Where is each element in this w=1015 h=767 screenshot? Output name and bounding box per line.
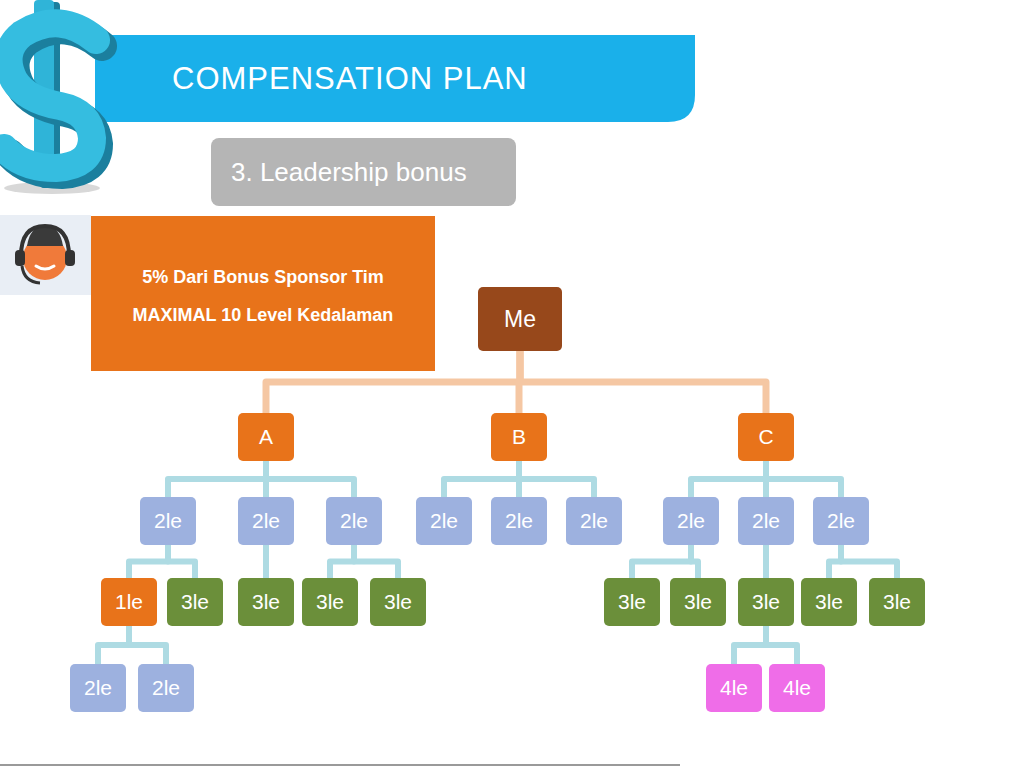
tree-connector [168, 545, 195, 578]
tree-connector [129, 545, 168, 578]
tree-connector [632, 545, 691, 578]
title-banner [95, 35, 695, 122]
node-text: A [259, 425, 273, 449]
tree-connector [444, 461, 519, 497]
node-text: 2le [84, 676, 112, 700]
node-text: 3le [883, 590, 911, 614]
tree-connector [766, 461, 841, 497]
member-box: 3le [869, 578, 925, 626]
node-text: 3le [384, 590, 412, 614]
member-box: C [738, 413, 794, 461]
node-text: 2le [505, 509, 533, 533]
member-box: B [491, 413, 547, 461]
tree-connector [766, 626, 797, 664]
member-box: 2le [491, 497, 547, 545]
node-text: 2le [154, 509, 182, 533]
node-text: 3. Leadership bonus [231, 157, 467, 188]
node-text: 5% Dari Bonus Sponsor Tim [142, 267, 384, 288]
node-text: Me [504, 306, 536, 333]
member-box: 3le [238, 578, 294, 626]
headset-icon [15, 226, 75, 283]
member-box: 2le [238, 497, 294, 545]
section-label: 3. Leadership bonus [211, 138, 516, 206]
tree-connector [263, 545, 269, 578]
root-box: Me [478, 287, 562, 351]
node-text: 3le [252, 590, 280, 614]
tree-connector [691, 545, 698, 578]
node-text: 2le [580, 509, 608, 533]
tree-connector [129, 626, 166, 664]
node-text: 2le [252, 509, 280, 533]
member-box: 2le [663, 497, 719, 545]
member-box: 4le [706, 664, 762, 712]
member-box: 3le [604, 578, 660, 626]
node-text: 2le [677, 509, 705, 533]
node-text: 3le [618, 590, 646, 614]
member-box: 3le [302, 578, 358, 626]
member-box: 2le [138, 664, 194, 712]
member-box: 2le [326, 497, 382, 545]
title-text: COMPENSATION PLAN [172, 61, 528, 97]
node-text: 3le [684, 590, 712, 614]
member-box: 3le [167, 578, 223, 626]
tree-connector [691, 461, 766, 497]
member-box: 2le [416, 497, 472, 545]
node-text: C [758, 425, 773, 449]
tree-connector [841, 545, 897, 578]
member-box: A [238, 413, 294, 461]
node-text: MAXIMAL 10 Level Kedalaman [133, 304, 394, 327]
tree-connector [168, 461, 266, 497]
tree-connector [330, 545, 354, 578]
member-box: 2le [70, 664, 126, 712]
node-text: 2le [752, 509, 780, 533]
member-box: 4le [769, 664, 825, 712]
member-box: 3le [738, 578, 794, 626]
node-text: B [512, 425, 526, 449]
icon-ground [0, 215, 91, 295]
node-text: 3le [181, 590, 209, 614]
member-box: 1le [101, 578, 157, 626]
member-box: 2le [738, 497, 794, 545]
tree-connector [763, 545, 769, 578]
node-text: 3le [752, 590, 780, 614]
node-text: 1le [115, 590, 143, 614]
tree-connector [98, 626, 129, 664]
tree-connector [354, 545, 398, 578]
member-box: 3le [670, 578, 726, 626]
node-text: 2le [430, 509, 458, 533]
tree-connector [734, 626, 766, 664]
node-text: 3le [815, 590, 843, 614]
tree-connector [266, 461, 354, 497]
member-box: 2le [140, 497, 196, 545]
member-box: 2le [813, 497, 869, 545]
node-text: 2le [340, 509, 368, 533]
node-text: 3le [316, 590, 344, 614]
member-box: 3le [370, 578, 426, 626]
node-text: 2le [827, 509, 855, 533]
dollar-icon [4, 0, 102, 194]
member-box: 3le [801, 578, 857, 626]
tree-connector [520, 351, 766, 413]
node-text: 4le [720, 676, 748, 700]
bottom-rule [0, 764, 680, 766]
member-box: 2le [566, 497, 622, 545]
node-text: 2le [152, 676, 180, 700]
node-text: 4le [783, 676, 811, 700]
bonus-panel: 5% Dari Bonus Sponsor TimMAXIMAL 10 Leve… [91, 216, 435, 371]
tree-connector [519, 461, 594, 497]
